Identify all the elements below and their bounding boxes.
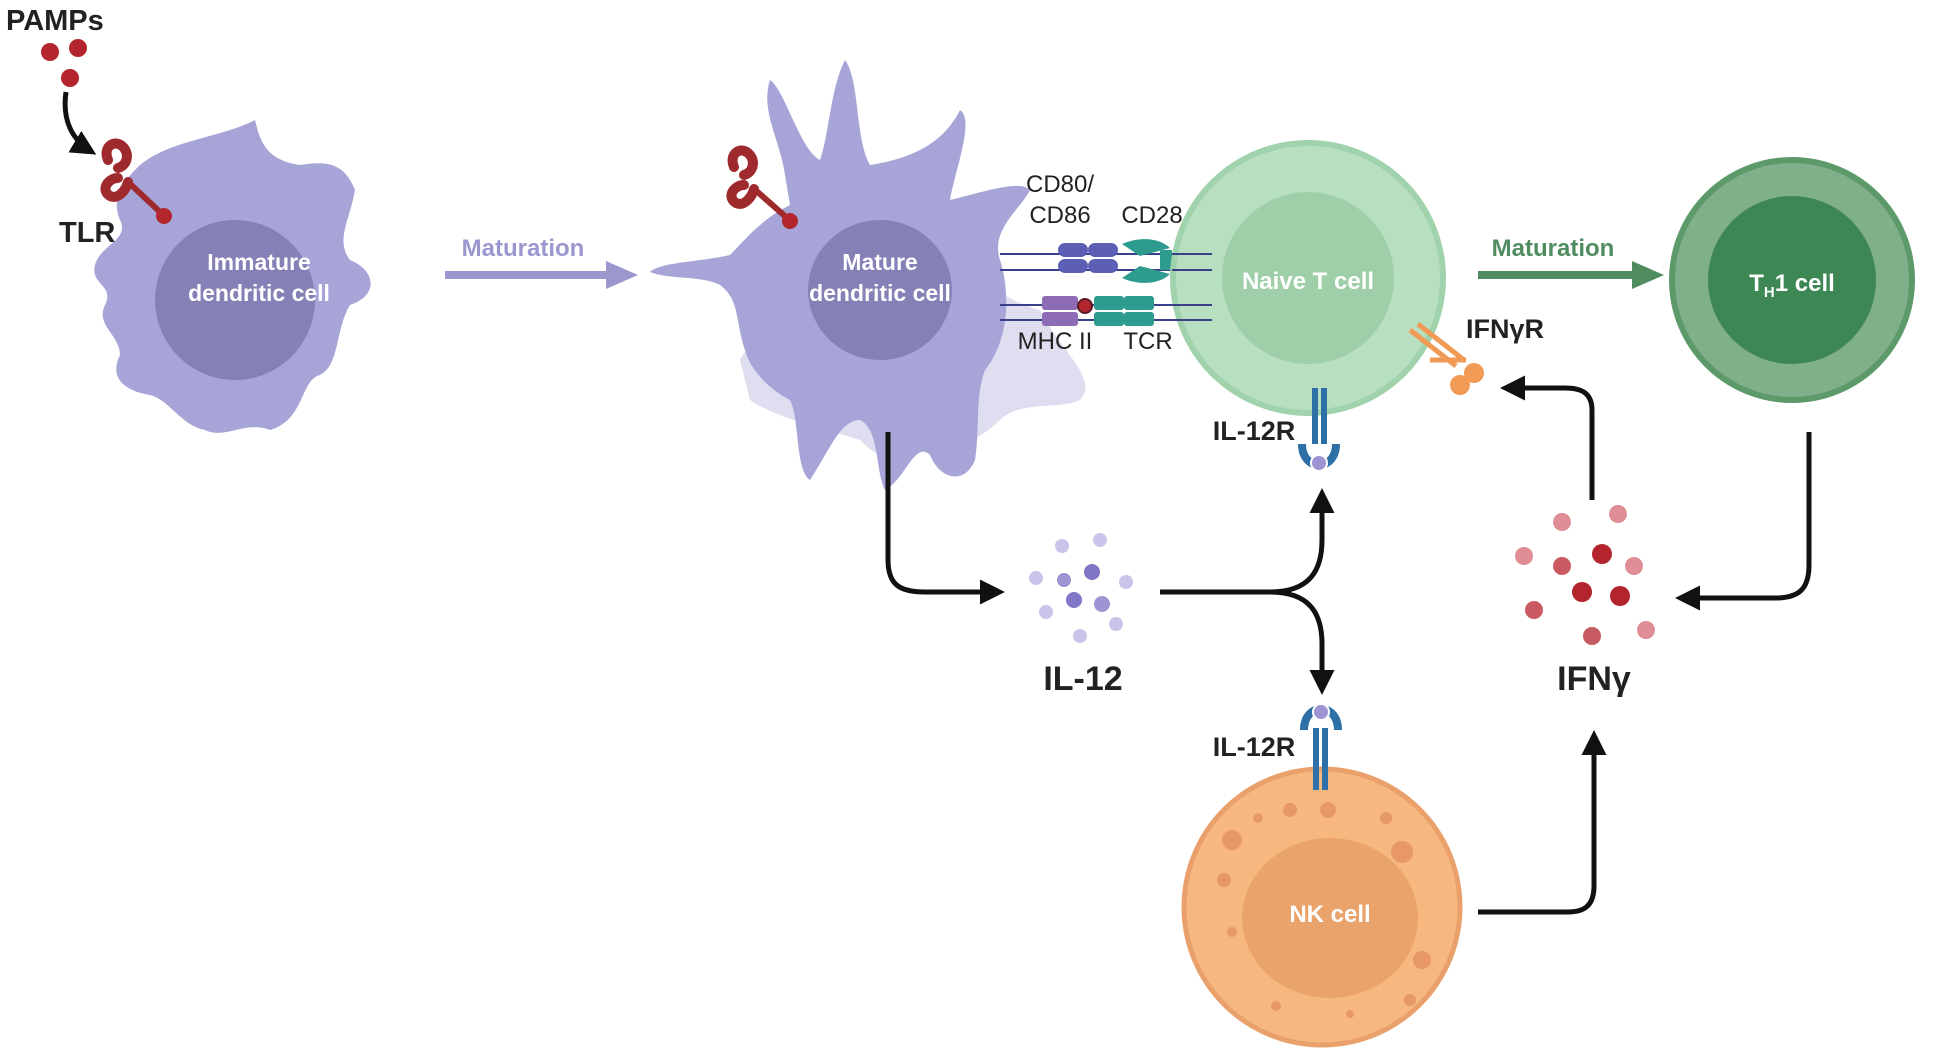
tlr-receptor-mature-icon (726, 145, 798, 229)
nk-cell-label: NK cell (1289, 901, 1370, 928)
maturation-1-label: Maturation (462, 235, 585, 262)
maturation-arrow-1: Maturation (445, 235, 638, 289)
il12r-t-label: IL-12R (1213, 416, 1296, 446)
immature-dc-label-line2: dendritic cell (188, 280, 330, 306)
il12r-nk-label: IL-12R (1213, 732, 1296, 762)
ifng-particles (1515, 505, 1655, 645)
cd80-label-line2: CD86 (1029, 202, 1090, 229)
il12-particles (1029, 533, 1133, 643)
cd80-label-line1: CD80/ (1026, 171, 1094, 198)
nk-to-ifng-arrow (1478, 730, 1607, 915)
naive-t-cell-label: Naive T cell (1242, 268, 1374, 295)
ifngr-receptor-icon (1408, 322, 1484, 395)
dc-to-il12-arrow (885, 432, 1005, 605)
th1-to-ifng-arrow (1675, 432, 1812, 611)
naive-t-cell: Naive T cell (1170, 140, 1446, 416)
th1-cell: TH1 cell (1669, 157, 1915, 403)
il12-to-t-arrow (1160, 488, 1335, 595)
pamp-particles (41, 39, 87, 87)
cd80-block (1058, 243, 1088, 257)
nk-cell: NK cell (1181, 766, 1463, 1048)
tcr-block (1094, 296, 1124, 310)
maturation-arrow-2: Maturation (1478, 235, 1664, 289)
pamps-label: PAMPs (6, 5, 104, 37)
mature-dc-label-line2: dendritic cell (809, 280, 951, 306)
mature-dendritic-cell: Mature dendritic cell (650, 60, 1086, 490)
tlr-receptor-icon (100, 138, 172, 224)
ifng-label: IFNγ (1557, 660, 1631, 698)
immature-dendritic-cell: Immature dendritic cell (94, 120, 371, 433)
mhc2-block (1042, 296, 1078, 310)
immature-dc-label-line1: Immature (207, 249, 311, 275)
mhc2-label: MHC II (1018, 328, 1093, 355)
il12-label: IL-12 (1043, 660, 1122, 698)
cd28-label: CD28 (1121, 202, 1182, 229)
cd28-block (1122, 239, 1170, 256)
il12r-nk-receptor-icon (1300, 703, 1342, 790)
mature-dc-label-line1: Mature (842, 249, 917, 275)
tlr-label: TLR (59, 217, 115, 249)
pamps-to-tlr-arrow (62, 91, 97, 155)
il12-to-nk-arrow (1269, 589, 1335, 695)
th1-label: TH1 cell (1749, 270, 1835, 301)
ifngr-label: IFNγR (1466, 314, 1544, 344)
maturation-2-label: Maturation (1492, 235, 1615, 262)
tcr-label: TCR (1123, 328, 1172, 355)
ifng-to-ifngr-arrow (1500, 375, 1595, 500)
il12r-t-receptor-icon (1298, 388, 1340, 472)
